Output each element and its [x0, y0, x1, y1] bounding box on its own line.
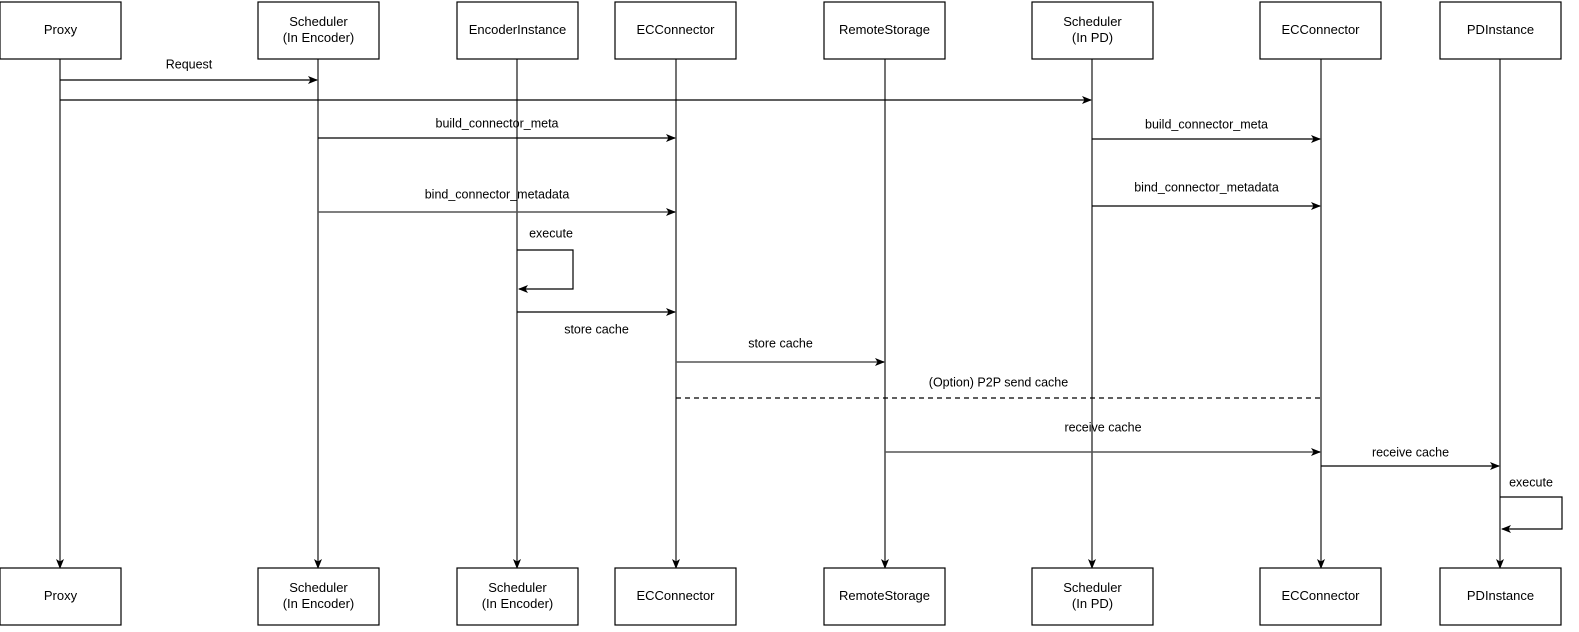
message-label-m8: store cache: [748, 336, 813, 350]
message-m9[interactable]: (Option) P2P send cache: [676, 375, 1321, 399]
participant-label-sched_pd-footer: (In PD): [1072, 596, 1113, 611]
messages-layer: Request build_connector_meta build_connect…: [60, 57, 1563, 533]
participant-box-proxy-footer[interactable]: [0, 567, 122, 626]
participant-box-proxy-header[interactable]: [0, 1, 122, 60]
participant-box-pd_inst-header[interactable]: [1439, 1, 1562, 60]
message-m6[interactable]: bind_connector_metadata: [1092, 180, 1321, 210]
message-m5[interactable]: bind_connector_metadata: [318, 187, 676, 216]
participant-label-pd_inst-footer: PDInstance: [1467, 588, 1534, 603]
message-label-m6: bind_connector_metadata: [1134, 180, 1279, 194]
message-m3[interactable]: build_connector_meta: [318, 116, 676, 142]
participant-header-sched_pd[interactable]: Scheduler(In PD): [1031, 1, 1154, 60]
message-m8[interactable]: store cache: [676, 336, 885, 366]
participant-footer-sched_enc[interactable]: Scheduler(In Encoder): [257, 567, 380, 626]
participant-box-remote_store-footer[interactable]: [823, 567, 946, 626]
participant-footer-ec_conn_enc[interactable]: ECConnector: [614, 567, 737, 626]
message-label-m4: build_connector_meta: [1145, 117, 1268, 131]
participant-label-sched_enc-header: Scheduler: [289, 14, 348, 29]
self-message-path-s2: [1500, 496, 1563, 533]
message-label-m9: (Option) P2P send cache: [929, 375, 1068, 389]
participant-footer-proxy[interactable]: Proxy: [0, 567, 122, 626]
participant-box-sched_pd-footer[interactable]: [1031, 567, 1154, 626]
self-message-label-s1: execute: [529, 226, 573, 240]
message-m7[interactable]: store cache: [517, 308, 676, 336]
participant-label-remote_store-header: RemoteStorage: [839, 22, 930, 37]
message-m4[interactable]: build_connector_meta: [1092, 117, 1321, 143]
message-label-m3: build_connector_meta: [436, 116, 559, 130]
participant-box-encoder_inst-footer[interactable]: [456, 567, 579, 626]
participant-label-encoder_inst-footer: (In Encoder): [482, 596, 554, 611]
message-m1[interactable]: Request: [60, 57, 318, 84]
participant-footer-pd_inst[interactable]: PDInstance: [1439, 567, 1562, 626]
message-label-m11: receive cache: [1372, 445, 1449, 459]
participant-box-ec_conn_pd-footer[interactable]: [1259, 567, 1382, 626]
participant-label-sched_enc-header: (In Encoder): [283, 30, 355, 45]
participant-header-remote_store[interactable]: RemoteStorage: [823, 1, 946, 60]
participant-label-proxy-footer: Proxy: [44, 588, 78, 603]
participant-footer-sched_pd[interactable]: Scheduler(In PD): [1031, 567, 1154, 626]
participant-box-ec_conn_enc-footer[interactable]: [614, 567, 737, 626]
self-message-path-s1: [517, 249, 574, 293]
participant-label-sched_pd-header: (In PD): [1072, 30, 1113, 45]
participant-box-ec_conn_pd-header[interactable]: [1259, 1, 1382, 60]
participant-label-ec_conn_pd-header: ECConnector: [1281, 22, 1360, 37]
message-label-m5: bind_connector_metadata: [425, 187, 570, 201]
participant-label-ec_conn_enc-header: ECConnector: [636, 22, 715, 37]
participant-label-encoder_inst-header: EncoderInstance: [469, 22, 567, 37]
participant-header-pd_inst[interactable]: PDInstance: [1439, 1, 1562, 60]
participant-label-remote_store-footer: RemoteStorage: [839, 588, 930, 603]
participant-label-ec_conn_enc-footer: ECConnector: [636, 588, 715, 603]
participant-footer-ec_conn_pd[interactable]: ECConnector: [1259, 567, 1382, 626]
participant-header-encoder_inst[interactable]: EncoderInstance: [456, 1, 579, 60]
participant-box-sched_enc-footer[interactable]: [257, 567, 380, 626]
participant-footer-encoder_inst[interactable]: Scheduler(In Encoder): [456, 567, 579, 626]
participant-label-encoder_inst-footer: Scheduler: [488, 580, 547, 595]
participant-box-sched_enc-header[interactable]: [257, 1, 380, 60]
participant-box-remote_store-header[interactable]: [823, 1, 946, 60]
participant-label-pd_inst-header: PDInstance: [1467, 22, 1534, 37]
participant-label-sched_pd-header: Scheduler: [1063, 14, 1122, 29]
participant-header-ec_conn_enc[interactable]: ECConnector: [614, 1, 737, 60]
participant-footer-remote_store[interactable]: RemoteStorage: [823, 567, 946, 626]
participant-header-ec_conn_pd[interactable]: ECConnector: [1259, 1, 1382, 60]
message-label-m10: receive cache: [1064, 420, 1141, 434]
participant-box-pd_inst-footer[interactable]: [1439, 567, 1562, 626]
participant-header-sched_enc[interactable]: Scheduler(In Encoder): [257, 1, 380, 60]
message-label-m7: store cache: [564, 322, 629, 336]
self-message-s1[interactable]: execute: [517, 226, 574, 293]
participant-box-encoder_inst-header[interactable]: [456, 1, 579, 60]
self-message-label-s2: execute: [1509, 475, 1553, 489]
participant-label-ec_conn_pd-footer: ECConnector: [1281, 588, 1360, 603]
participant-header-proxy[interactable]: Proxy: [0, 1, 122, 60]
participant-label-sched_enc-footer: (In Encoder): [283, 596, 355, 611]
message-label-m1: Request: [166, 57, 213, 71]
message-m11[interactable]: receive cache: [1321, 445, 1500, 470]
lifelines-layer: [56, 59, 1504, 569]
participant-label-sched_enc-footer: Scheduler: [289, 580, 348, 595]
participant-box-sched_pd-header[interactable]: [1031, 1, 1154, 60]
self-message-s2[interactable]: execute: [1500, 475, 1563, 533]
message-m10[interactable]: receive cache: [885, 420, 1321, 456]
participant-label-sched_pd-footer: Scheduler: [1063, 580, 1122, 595]
participant-box-ec_conn_enc-header[interactable]: [614, 1, 737, 60]
participant-label-proxy-header: Proxy: [44, 22, 78, 37]
